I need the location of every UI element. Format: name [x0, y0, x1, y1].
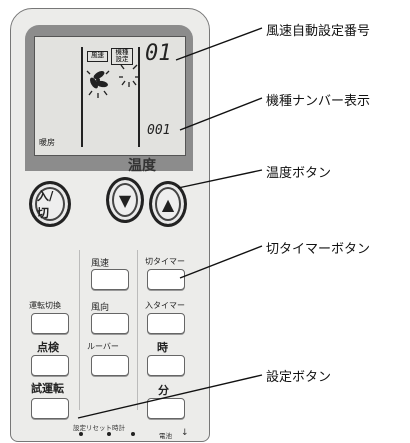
hour-button[interactable] [147, 355, 185, 376]
remote-control: 風速 機種 設定 [10, 8, 210, 442]
model-number-digits: 001 [147, 123, 171, 138]
callout-set-button: 設定ボタン [266, 370, 332, 385]
callout-temp-buttons: 温度ボタン [266, 166, 332, 181]
minute-label: 分 [158, 384, 169, 397]
callout-fan-auto-number: 風速自動設定番号 [266, 24, 371, 39]
hour-label: 時 [157, 341, 168, 354]
inspect-label: 点検 [37, 341, 59, 354]
direction-label: 風向 [91, 303, 110, 313]
power-button[interactable]: 入/切 [29, 181, 71, 227]
louver-label: ルーバー [87, 342, 119, 351]
clock-button[interactable] [131, 432, 135, 436]
fan-auto-number-digits: 01 [145, 41, 172, 66]
power-button-label: 入/切 [37, 189, 54, 220]
set-reset-clock-label: 設定リセット時計 [73, 424, 125, 432]
trial-run-label: 試運転 [31, 382, 64, 395]
mode-switch-button[interactable] [31, 313, 69, 334]
off-timer-button[interactable] [147, 269, 185, 290]
button-panel: 風速 切タイマー 運転切換 風向 入タイマー 点検 ルーバー 時 試運転 分 設… [21, 242, 197, 440]
lcd-frame: 風速 機種 設定 [25, 25, 193, 171]
callout-line-fan-auto-number [175, 27, 263, 61]
fan-icon [86, 64, 139, 98]
mode-heating-label: 暖房 [39, 138, 55, 147]
model-set-indicator: 機種 設定 [111, 48, 133, 65]
louver-button[interactable] [91, 355, 129, 376]
column-divider [79, 250, 80, 410]
direction-button[interactable] [91, 313, 129, 334]
callout-model-number-display: 機種ナンバー表示 [266, 94, 371, 109]
set-button[interactable] [79, 432, 83, 436]
temperature-label: 温度 [128, 158, 156, 174]
callout-line-model-number [179, 97, 263, 131]
callout-line-temp-buttons [177, 169, 263, 189]
down-arrow-icon: ▼ [118, 190, 132, 210]
lcd-separator [81, 47, 83, 147]
on-timer-button[interactable] [147, 313, 185, 334]
battery-arrow-icon: ↓ [181, 428, 189, 438]
fan-speed-button[interactable] [91, 269, 129, 290]
model-set-line1: 機種 [115, 48, 129, 56]
temp-up-button[interactable]: ▲ [149, 181, 187, 227]
reset-button[interactable] [107, 432, 111, 436]
model-set-line2: 設定 [115, 55, 129, 63]
column-divider [137, 250, 138, 410]
on-timer-label: 入タイマー [145, 301, 185, 310]
callout-line-set-button [77, 374, 263, 419]
battery-label: 電池 [159, 432, 172, 440]
up-arrow-icon: ▲ [161, 194, 175, 214]
minute-button[interactable] [147, 398, 185, 419]
callout-line-off-timer [179, 245, 263, 279]
lcd-display: 風速 機種 設定 [34, 36, 186, 156]
lcd-separator [138, 47, 140, 147]
fan-indicator: 風速 [87, 51, 108, 62]
mode-switch-label: 運転切換 [29, 301, 61, 310]
inspect-button[interactable] [31, 355, 69, 376]
off-timer-label: 切タイマー [145, 257, 185, 266]
fan-speed-label: 風速 [91, 259, 110, 269]
callout-off-timer-button: 切タイマーボタン [266, 242, 371, 257]
trial-run-button[interactable] [31, 398, 69, 419]
temp-down-button[interactable]: ▼ [106, 177, 144, 223]
